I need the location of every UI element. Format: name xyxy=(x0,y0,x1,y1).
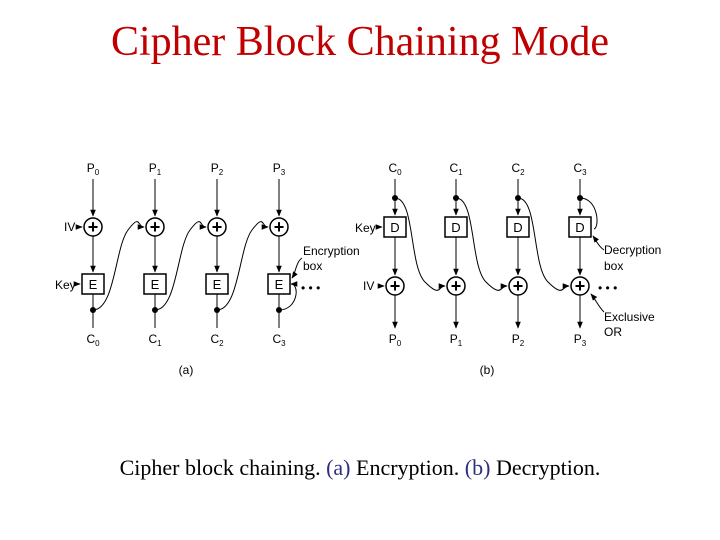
key-label: Key xyxy=(55,278,76,292)
xor-symbol: + xyxy=(451,276,462,296)
xor-node: + xyxy=(145,217,165,237)
exclusive-or-callout: OR xyxy=(604,325,622,339)
cipher-box-label: D xyxy=(451,220,460,235)
xor-symbol: + xyxy=(274,217,285,237)
panel-label-a: (a) xyxy=(179,363,194,377)
plaintext-input-label: P1 xyxy=(149,161,162,177)
ciphertext-input-label: C2 xyxy=(511,161,525,177)
plaintext-input-label: P2 xyxy=(211,161,224,177)
cipher-box-label: D xyxy=(513,220,522,235)
decryption-box: D xyxy=(383,216,407,238)
tail-feedback xyxy=(579,197,598,230)
cipher-box-label: E xyxy=(151,277,160,292)
plaintext-input-label: P0 xyxy=(87,161,100,177)
callout-pointer xyxy=(592,235,605,251)
caption-part-a: (a) xyxy=(326,455,351,480)
slide-title: Cipher Block Chaining Mode xyxy=(110,19,610,65)
cipher-box-label: E xyxy=(89,277,98,292)
xor-node: + xyxy=(207,217,227,237)
ciphertext-input-label: C1 xyxy=(449,161,463,177)
caption-text-1: Cipher block chaining. xyxy=(119,455,327,480)
decryption-box-callout: Decryption xyxy=(604,243,661,257)
cipher-box-label: E xyxy=(213,277,222,292)
callout-pointer xyxy=(590,293,605,313)
cipher-box-label: D xyxy=(390,220,399,235)
xor-symbol: + xyxy=(88,217,99,237)
iv-label: IV xyxy=(363,279,374,293)
encryption-box: E xyxy=(205,273,229,295)
decryption-box: D xyxy=(444,216,468,238)
xor-symbol: + xyxy=(575,276,586,296)
plaintext-output-label: P2 xyxy=(512,332,525,348)
ciphertext-input-label: C0 xyxy=(388,161,402,177)
exclusive-or-callout: Exclusive xyxy=(604,310,655,324)
xor-node: + xyxy=(508,276,528,296)
chaining-feedback xyxy=(455,197,508,291)
chaining-feedback xyxy=(154,221,207,311)
figure-caption: Cipher block chaining. (a) Encryption. (… xyxy=(0,455,720,481)
decryption-box: D xyxy=(506,216,530,238)
encryption-box: E xyxy=(81,273,105,295)
xor-node: + xyxy=(570,276,590,296)
plaintext-output-label: P0 xyxy=(389,332,402,348)
decryption-box-callout: box xyxy=(604,259,623,273)
iv-label: IV xyxy=(64,220,75,234)
xor-node: + xyxy=(385,276,405,296)
plaintext-input-label: P3 xyxy=(273,161,286,177)
decryption-box: D xyxy=(568,216,592,238)
callout-pointer xyxy=(291,257,303,279)
encryption-box: E xyxy=(143,273,167,295)
xor-symbol: + xyxy=(212,217,223,237)
chaining-feedback xyxy=(216,221,269,311)
xor-node: + xyxy=(269,217,289,237)
ciphertext-input-label: C3 xyxy=(573,161,587,177)
cipher-box-label: E xyxy=(275,277,284,292)
encryption-box: E xyxy=(267,273,291,295)
xor-node: + xyxy=(83,217,103,237)
caption-text-2: Encryption. xyxy=(350,455,465,480)
ciphertext-output-label: C3 xyxy=(272,332,286,348)
tail-feedback xyxy=(278,281,298,311)
plaintext-output-label: P1 xyxy=(450,332,463,348)
xor-node: + xyxy=(446,276,466,296)
ciphertext-output-label: C0 xyxy=(86,332,100,348)
ellipsis: • • • xyxy=(301,281,320,295)
ciphertext-output-label: C1 xyxy=(148,332,162,348)
xor-symbol: + xyxy=(390,276,401,296)
xor-symbol: + xyxy=(150,217,161,237)
ellipsis: • • • xyxy=(598,281,617,295)
encryption-box-callout: Encryption xyxy=(303,244,360,258)
xor-symbol: + xyxy=(513,276,524,296)
encryption-box-callout: box xyxy=(303,259,322,273)
chaining-feedback xyxy=(394,197,446,291)
caption-text-3: Decryption. xyxy=(490,455,601,480)
ciphertext-output-label: C2 xyxy=(210,332,224,348)
plaintext-output-label: P3 xyxy=(574,332,587,348)
chaining-feedback xyxy=(92,221,145,311)
cipher-box-label: D xyxy=(575,220,584,235)
key-label: Key xyxy=(355,221,376,235)
encryption-panel: P0 + E C0 P1 + E C1 P2 + E C2 P3 + E C3 IV Key Encryptionb… xyxy=(55,161,360,377)
chaining-feedback xyxy=(517,197,570,291)
caption-part-b: (b) xyxy=(464,455,491,480)
panel-label-b: (b) xyxy=(480,363,495,377)
